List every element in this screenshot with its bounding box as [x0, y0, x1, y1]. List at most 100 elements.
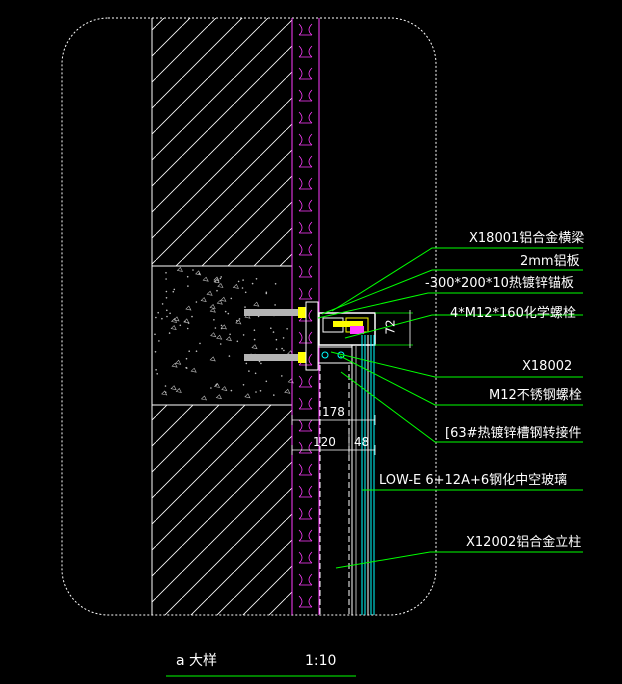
concrete-speckle: [175, 359, 182, 365]
insulation-mark: [298, 463, 313, 476]
concrete-speckle: [284, 388, 291, 394]
insulation-mark: [298, 595, 313, 608]
label-lowe-glass: LOW-E 6+12A+6钢化中空玻璃: [379, 473, 568, 488]
concrete-speckle: [173, 316, 180, 322]
concrete-speckle: [229, 333, 231, 336]
concrete-speckle: [235, 319, 242, 325]
concrete-speckle: [214, 327, 217, 329]
insulation-mark: [298, 573, 313, 586]
concrete-speckle: [173, 288, 176, 291]
concrete-speckle: [191, 315, 193, 318]
label-channel-connector: [63#热镀锌槽钢转接件: [445, 426, 582, 441]
concrete-speckle: [170, 385, 177, 391]
concrete-speckle: [206, 290, 213, 296]
insulation-mark: [298, 551, 313, 564]
concrete-speckle: [225, 336, 232, 342]
concrete-speckle: [190, 367, 197, 373]
insulation-mark: [298, 45, 313, 58]
concrete-speckle: [195, 350, 198, 353]
concrete-speckle: [227, 312, 230, 315]
concrete-speckle: [236, 340, 239, 343]
insulation-mark: [298, 199, 313, 212]
concrete-speckle: [213, 319, 215, 321]
concrete-speckle: [195, 301, 198, 303]
insulation-mark: [298, 507, 313, 520]
concrete-speckle: [281, 347, 283, 350]
concrete-speckle: [265, 292, 268, 295]
concrete-speckle: [224, 310, 227, 313]
concrete-speckle: [265, 291, 268, 294]
concrete-speckle: [259, 390, 262, 392]
concrete-speckle: [216, 289, 218, 292]
concrete-speckle: [281, 375, 283, 377]
concrete-speckle: [199, 342, 201, 345]
concrete-speckle: [228, 355, 231, 357]
concrete-speckle: [213, 382, 221, 388]
concrete-speckle: [254, 372, 257, 375]
concrete-speckle: [255, 278, 258, 280]
concrete-speckle: [213, 276, 220, 282]
chemical-bolt-lower: [244, 352, 306, 363]
concrete-speckle: [164, 391, 167, 394]
concrete-speckle: [165, 272, 167, 274]
concrete-speckle: [275, 348, 278, 350]
concrete-speckle: [220, 324, 223, 327]
aluminum-mullion: [319, 345, 357, 615]
concrete-speckle: [274, 283, 277, 285]
concrete-speckle: [253, 329, 256, 332]
concrete-speckle: [230, 297, 233, 300]
concrete-speckle: [210, 387, 212, 389]
concrete-speckle: [165, 278, 167, 280]
concrete-speckle: [253, 301, 260, 307]
label-chemical-bolt: 4*M12*160化学螺栓: [450, 306, 576, 321]
concrete-speckle: [251, 282, 254, 285]
concrete-speckle: [215, 394, 222, 400]
dimension-178: 178: [322, 405, 345, 419]
dimension-48: 48: [354, 435, 370, 449]
concrete-speckle: [230, 389, 233, 392]
concrete-speckle: [200, 395, 208, 401]
concrete-speckle: [238, 318, 241, 320]
concrete-speckle: [172, 290, 175, 293]
concrete-speckle: [164, 385, 167, 387]
concrete-speckle: [217, 282, 224, 288]
label-x12002-mullion: X12002铝合金立柱: [466, 535, 582, 550]
dimension-lines: [291, 310, 413, 455]
label-anchor-plate: -300*200*10热镀锌锚板: [425, 276, 574, 291]
dimension-120: 120: [313, 435, 336, 449]
concrete-speckle: [185, 305, 192, 311]
concrete-speckle: [202, 276, 209, 282]
insulation-mark: [298, 397, 313, 410]
anchor-plate: [305, 301, 319, 371]
concrete-speckle: [166, 315, 168, 318]
concrete-speckle: [198, 272, 201, 275]
concrete-speckle: [209, 356, 216, 362]
concrete-speckle: [161, 317, 163, 320]
concrete-speckle: [183, 318, 190, 324]
concrete-speckle: [186, 327, 189, 330]
concrete-speckle: [241, 287, 244, 289]
dimension-72: 72: [383, 319, 398, 335]
insulation-mark: [298, 221, 313, 234]
concrete-speckle: [237, 280, 240, 283]
concrete-speckle: [274, 304, 276, 306]
concrete-speckle: [265, 380, 268, 383]
concrete-speckle: [244, 291, 247, 294]
label-2mm-aluminum-panel: 2mm铝板: [520, 254, 580, 269]
concrete-speckle: [175, 387, 182, 393]
concrete-speckle: [242, 279, 244, 281]
concrete-speckle: [245, 362, 248, 365]
concrete-speckle: [216, 299, 223, 305]
concrete-speckle: [185, 357, 188, 360]
concrete-speckle: [165, 290, 168, 293]
insulation-mark: [298, 375, 313, 388]
concrete-speckle: [161, 303, 164, 305]
insulation-mark: [298, 155, 313, 168]
concrete-speckle: [260, 362, 262, 365]
label-x18001-transom: X18001铝合金横梁: [469, 231, 585, 246]
concrete-beam: [154, 266, 294, 401]
insulation-mark: [298, 485, 313, 498]
concrete-speckle: [248, 370, 250, 372]
concrete-speckle: [251, 344, 258, 350]
